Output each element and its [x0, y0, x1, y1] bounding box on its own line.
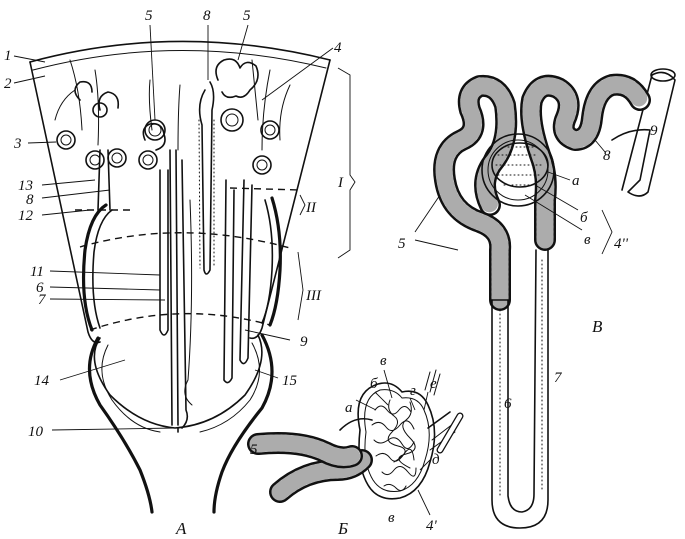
label-b-5: 5	[250, 442, 258, 458]
label-c-5: 5	[398, 236, 406, 252]
label-b-4p: 4'	[426, 518, 438, 534]
renal-capsule	[29, 40, 331, 63]
label-a-1: 1	[4, 48, 12, 64]
label-c-7: 7	[554, 370, 563, 386]
label-a-3: 3	[13, 136, 22, 152]
label-a-11: 11	[30, 264, 44, 280]
panel-label-c: В	[592, 317, 603, 336]
label-a-8-top: 8	[203, 8, 211, 24]
label-c-a: а	[572, 173, 580, 189]
cortical-glomeruli	[56, 102, 280, 175]
arcuate-vessel-left	[81, 203, 108, 332]
panel-label-b: Б	[337, 519, 348, 538]
label-zone-I: I	[337, 175, 344, 191]
label-a-13: 13	[18, 178, 33, 194]
label-c-b: б	[580, 210, 588, 226]
panel-c-nephron: 9 8 а б в 4'' 5 6 7 В	[398, 68, 676, 529]
glomerulus	[481, 133, 555, 207]
label-zone-III: III	[305, 288, 322, 304]
convoluted-tubule-5	[215, 58, 259, 99]
label-a-9: 9	[300, 334, 308, 350]
label-c-6: 6	[504, 396, 512, 412]
calyx-wall	[87, 336, 154, 514]
label-b-a: а	[345, 400, 353, 416]
label-a-4: 4	[334, 40, 342, 56]
label-a-2: 2	[4, 76, 12, 92]
label-a-10: 10	[28, 424, 44, 440]
arcuate-vessel-right	[268, 196, 282, 327]
label-a-14: 14	[34, 373, 50, 389]
cortex-medulla-boundary	[79, 232, 291, 249]
lobe-outline	[29, 59, 331, 344]
label-b-b: б	[370, 376, 378, 392]
collecting-tubule	[611, 71, 676, 197]
panel-b-corpuscle: а б в г е д 5 4' в Б	[247, 353, 464, 538]
panel-label-a: А	[175, 519, 187, 538]
label-a-7: 7	[38, 292, 47, 308]
proximal-tubule-loop	[198, 81, 215, 275]
collecting-duct	[169, 149, 173, 426]
label-a-5-right: 5	[243, 8, 251, 24]
label-c-8: 8	[603, 148, 611, 164]
label-b-v-bottom: в	[388, 510, 395, 526]
label-c-4pp: 4''	[614, 236, 629, 252]
label-b-d: д	[432, 452, 440, 468]
glomerular-capsule	[357, 382, 436, 500]
label-a-15: 15	[282, 373, 298, 389]
label-b-v-top: в	[380, 353, 387, 369]
label-b-e: е	[430, 376, 437, 392]
label-b-g: г	[410, 383, 416, 399]
label-a-6: 6	[36, 280, 44, 296]
loop-of-henle	[491, 249, 549, 529]
label-c-v: в	[584, 232, 591, 248]
label-a-8-left: 8	[26, 192, 34, 208]
panel-a-lobe: 1 2 3 13 8 12 11 6 7 14 10 5 8 5 4 9 15 …	[4, 8, 356, 538]
label-zone-II: II	[305, 200, 317, 216]
label-a-12: 12	[18, 208, 34, 224]
zone-brackets	[337, 67, 356, 259]
label-a-5-left: 5	[145, 8, 153, 24]
label-c-9: 9	[650, 123, 658, 139]
capillary-tuft	[371, 405, 417, 492]
